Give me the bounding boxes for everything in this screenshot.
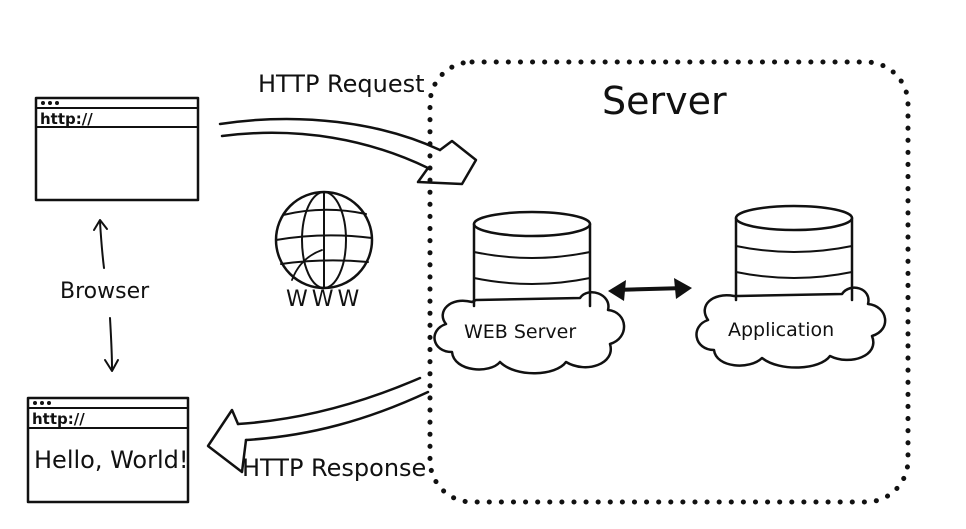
http-request-arrow-icon (218, 117, 478, 186)
server-title: Server (602, 79, 727, 123)
application-label: Application (728, 319, 834, 341)
window-dot-icon (47, 401, 51, 405)
window-dot-icon (41, 101, 45, 105)
url-bar-top: http:// (40, 110, 93, 128)
arrow-down-icon (104, 317, 119, 372)
web-server-label: WEB Server (464, 321, 576, 343)
url-bar-bottom: http:// (32, 410, 85, 428)
http-response-label: HTTP Response (242, 454, 426, 482)
window-dot-icon (55, 101, 59, 105)
www-label: WWW (286, 287, 363, 312)
window-dot-icon (40, 401, 44, 405)
window-dot-icon (33, 401, 37, 405)
arrow-up-icon (93, 219, 108, 269)
window-dot-icon (48, 101, 52, 105)
application-cylinder-icon (734, 204, 854, 302)
server-boundary (427, 59, 911, 505)
web-server-cylinder-icon (472, 210, 592, 308)
http-request-label: HTTP Request (258, 70, 425, 98)
browser-window-top: http:// (34, 96, 200, 202)
globe-icon (274, 190, 374, 290)
browser-window-bottom: http:// Hello, World! (26, 396, 190, 504)
browser-label: Browser (60, 279, 150, 304)
application-cloud-icon (695, 286, 887, 369)
hello-world-text: Hello, World! (34, 446, 189, 474)
web-server-cloud-icon (433, 291, 626, 375)
http-response-arrow-icon (206, 376, 430, 474)
bidirectional-arrow-icon (608, 278, 692, 301)
